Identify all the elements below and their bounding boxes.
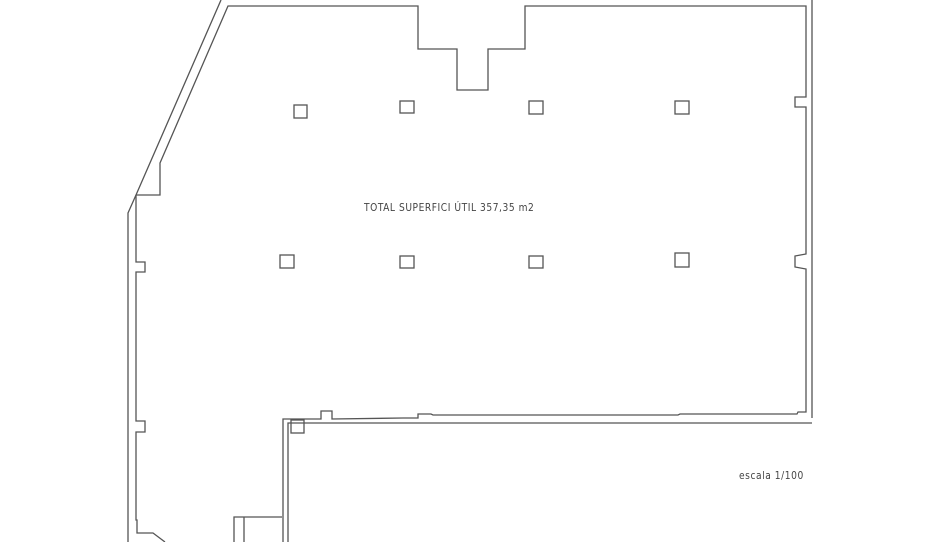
scale-label: escala 1/100	[739, 469, 804, 482]
column	[674, 252, 690, 268]
column	[399, 255, 415, 269]
exterior-walls	[127, 0, 813, 542]
column	[528, 100, 544, 115]
column	[399, 100, 415, 114]
column	[674, 100, 690, 115]
interior-walls	[135, 5, 807, 542]
column	[279, 254, 295, 269]
column	[528, 255, 544, 269]
total-area-label: TOTAL SUPERFICI ÚTIL 357,35 m2	[364, 201, 535, 214]
column	[293, 104, 308, 119]
column	[290, 419, 305, 434]
structural-columns	[279, 100, 690, 434]
